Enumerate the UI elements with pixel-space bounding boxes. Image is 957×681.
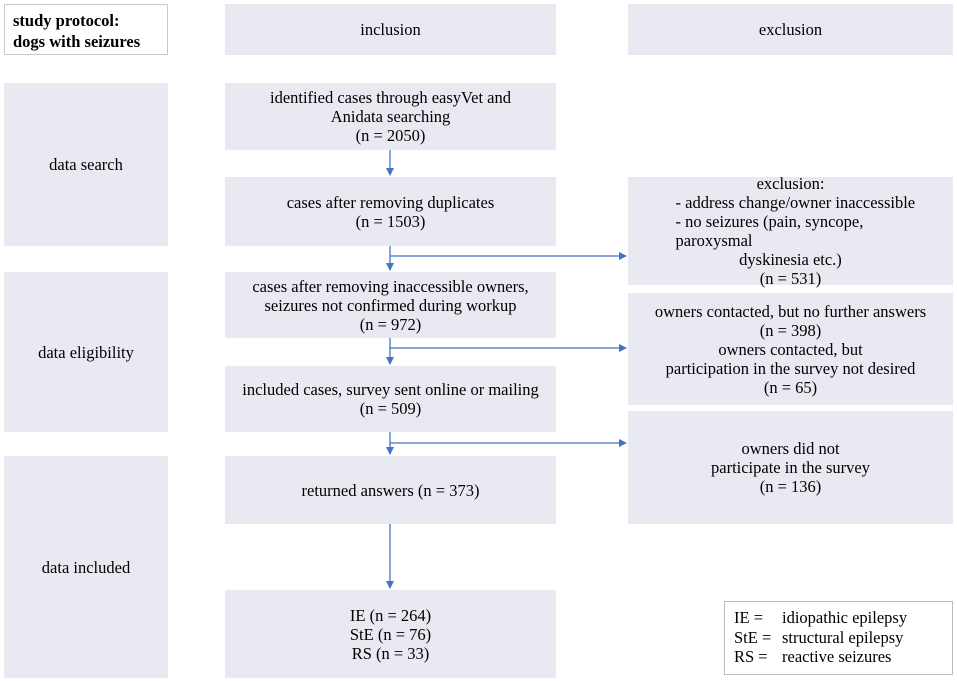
deduplicated-line-1: cases after removing duplicates [286,192,495,212]
exclusion-header: exclusion [628,4,953,55]
identified-line-1: identified cases through easyVet and [269,88,511,107]
exclusion-second-line-2: owners contacted, but [718,339,863,359]
exclusion-first-item-1: - address change/owner inaccessible [675,193,916,212]
exclusion-third-count: (n = 136) [759,477,822,496]
stage-data-search-label: data search [49,155,123,174]
legend-row: RS = reactive seizures [734,647,952,667]
exclusion-second-line-3: participation in the survey not desired [665,358,916,378]
box-survey-sent: included cases, survey sent online or ma… [225,366,556,432]
identified-line-2: Anidata searching [330,107,451,126]
box-after-owners-removed: cases after removing inaccessible owners… [225,272,556,338]
box-exclusion-second: owners contacted, but no further answers… [628,293,953,405]
legend-meaning: idiopathic epilepsy [782,608,908,627]
legend-row: StE = structural epilepsy [734,628,952,648]
legend-abbr: RS = [734,647,768,666]
exclusion-third-line-2: participate in the survey [711,458,870,477]
legend-row: IE = idiopathic epilepsy [734,608,952,628]
owners-removed-line-2: seizures not confirmed during workup [264,295,517,315]
box-returned-answers: returned answers (n = 373) [225,456,556,524]
group-ie: IE (n = 264) [349,605,432,625]
owners-removed-line-1: cases after removing inaccessible owners… [252,276,529,296]
legend-abbr: IE = [734,608,764,627]
owners-removed-count: (n = 972) [359,314,422,334]
exclusion-first-item-2b: dyskinesia etc.) [739,250,842,269]
exclusion-second-count-1: (n = 398) [759,320,822,340]
title-line-2: dogs with seizures [13,32,141,51]
stage-data-eligibility-label: data eligibility [38,342,134,362]
stage-data-eligibility: data eligibility [4,272,168,432]
survey-sent-line-1: included cases, survey sent online or ma… [242,380,539,399]
exclusion-first-count: (n = 531) [759,269,822,288]
survey-sent-count: (n = 509) [359,399,422,418]
abbreviation-legend: IE = idiopathic epilepsy StE = structura… [724,601,953,675]
box-exclusion-first: exclusion: - address change/owner inacce… [628,174,953,288]
stage-data-included: data included [4,456,168,678]
box-diagnosis-groups: IE (n = 264) StE (n = 76) RS (n = 33) [225,590,556,678]
exclusion-header-label: exclusion [758,20,823,39]
legend-abbr: StE = [734,627,772,647]
deduplicated-count: (n = 1503) [355,211,426,231]
legend-meaning: reactive seizures [782,647,892,666]
stage-data-included-label: data included [41,557,131,577]
exclusion-second-count-2: (n = 65) [763,377,818,397]
legend-meaning: structural epilepsy [782,627,904,647]
exclusion-third-line-1: owners did not [741,439,840,458]
exclusion-first-item-2: - no seizures (pain, syncope, paroxysmal [675,212,864,250]
box-identified-cases: identified cases through easyVet and Ani… [225,83,556,150]
box-exclusion-third: owners did not participate in the survey… [628,411,953,524]
identified-count: (n = 2050) [355,126,426,145]
exclusion-second-line-1: owners contacted, but no further answers [654,301,927,321]
inclusion-header-label: inclusion [360,20,421,39]
box-after-duplicates: cases after removing duplicates (n = 150… [225,177,556,246]
group-rs: RS (n = 33) [351,643,430,663]
stage-data-search: data search [4,83,168,246]
exclusion-first-heading: exclusion: [756,174,825,193]
protocol-title: study protocol: dogs with seizures [4,4,168,55]
inclusion-header: inclusion [225,4,556,55]
title-line-1: study protocol: [13,11,120,30]
group-ste: StE (n = 76) [349,624,432,644]
returned-line-1: returned answers (n = 373) [301,480,480,500]
